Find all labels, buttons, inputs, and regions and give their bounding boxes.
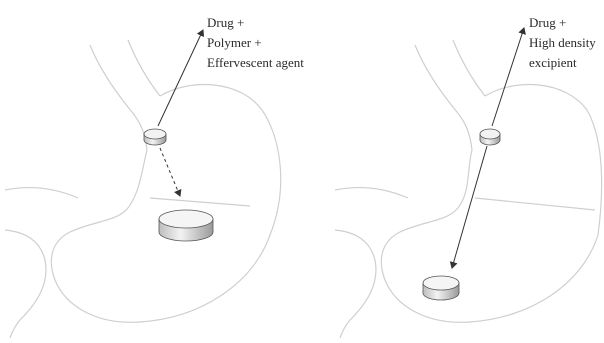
right-formulation-label: Drug + High density excipient [529, 13, 596, 73]
left-swell-arrow [160, 148, 180, 196]
left-esophagus-inner [128, 40, 160, 96]
left-tablet-small [144, 129, 166, 145]
right-label-line-1: Drug + [529, 13, 596, 33]
left-tablet-large [159, 210, 213, 241]
right-tablet-small [480, 129, 500, 145]
left-label-line-2: Polymer + [207, 33, 304, 53]
right-label-line-3: excipient [529, 53, 596, 73]
right-stomach-inner-curve [335, 188, 408, 198]
left-stomach-outer-curve [51, 84, 280, 322]
left-label-line-1: Drug + [207, 13, 304, 33]
right-label-line-2: High density [529, 33, 596, 53]
right-stomach-duodenum [335, 230, 376, 338]
left-stomach [5, 40, 281, 338]
left-esophagus-outline [90, 45, 147, 150]
right-stomach [335, 40, 602, 338]
left-label-pointer-arrow [158, 30, 203, 126]
left-formulation-label: Drug + Polymer + Effervescent agent [207, 13, 304, 73]
left-stomach-duodenum [5, 230, 46, 338]
right-arrows [452, 28, 524, 268]
left-fluid-line [150, 198, 250, 206]
right-label-pointer-arrow [492, 28, 524, 126]
left-label-line-3: Effervescent agent [207, 53, 304, 73]
left-stomach-inner-curve [5, 188, 78, 198]
right-fluid-line [475, 198, 595, 210]
right-esophagus-outline [415, 45, 472, 150]
left-arrows [158, 30, 203, 196]
right-stomach-outer-curve [381, 84, 601, 322]
right-esophagus-inner [453, 40, 485, 96]
right-tablet-bottom [423, 276, 459, 300]
